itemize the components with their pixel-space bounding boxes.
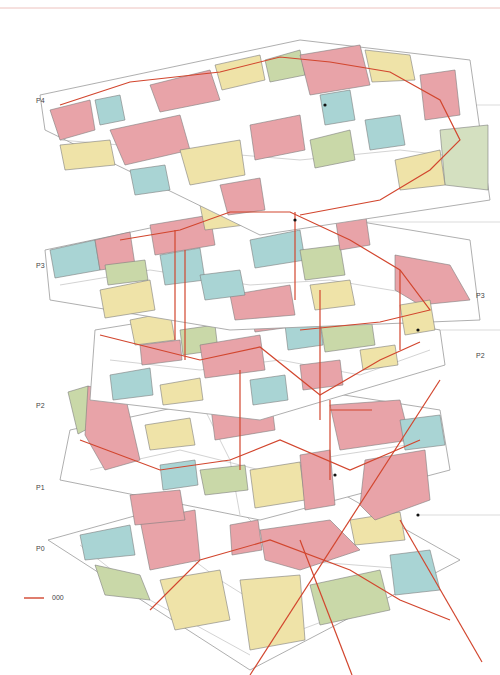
drawing-part [130,165,170,195]
legend-line [24,597,44,598]
drawing-part [330,409,372,410]
drawing-part [100,335,420,395]
drawing-part [333,473,336,476]
drawing-part [105,260,148,285]
drawing-part [200,270,245,300]
drawing-part [220,178,265,215]
drawing-part [329,400,330,480]
drawing-part [300,245,345,280]
drawing-part [50,240,100,278]
drawing-part [160,248,205,285]
drawing-part [420,515,500,516]
drawing-part [265,50,305,82]
drawing-part [250,115,305,160]
level-label: P4 [36,97,45,104]
drawing-part [330,400,410,450]
drawing-part [184,250,185,360]
drawing-part [323,103,326,106]
drawing-part [293,218,296,221]
drawing-part [416,513,419,516]
drawing-part [40,40,490,235]
drawing-part [395,150,445,190]
drawing-part [80,440,420,470]
drawing-part [50,100,95,140]
drawing-part [250,375,288,405]
drawing-part [440,125,488,190]
drawing-part [365,50,415,82]
drawing-part [319,290,320,420]
drawing-part [395,255,470,305]
legend-text: 000 [52,594,64,601]
drawing-part [310,280,355,310]
drawing-part [399,270,400,350]
drawing-part [240,575,305,650]
level-label: P3 [36,262,45,269]
drawing-part [300,45,370,95]
drawing-part [420,70,460,120]
drawing-part [174,230,175,340]
drawing-part [310,130,355,168]
drawing-part [239,370,240,470]
route-lines [60,57,482,675]
drawing-part [250,230,305,268]
legend-swatch [24,594,46,602]
drawing-part [400,520,482,662]
drawing-part [150,540,450,620]
drawing-part [400,300,435,335]
drawing-part [200,335,265,378]
drawing-part [130,490,185,525]
drawing-part [110,368,153,400]
legend-row: 000 [24,588,64,606]
drawing-part [160,570,230,630]
drawing-part [180,140,245,185]
drawing-part [320,90,355,125]
level-label: P2 [476,352,485,359]
drawing-part [215,55,265,90]
drawing-part [390,550,440,595]
drawing-part [160,378,203,405]
drawing-part [300,540,352,675]
drawing-part [140,340,182,365]
drawing-part [60,57,460,215]
level-label: P0 [36,545,45,552]
drawing-part [200,465,248,495]
drawing-part [95,565,150,600]
drawing-part [360,345,398,370]
drawing-part [365,115,405,150]
drawing-part [100,280,155,318]
drawing-part [160,460,198,490]
drawing-part [80,510,440,650]
level-label: P2 [36,402,45,409]
level-4 [40,40,490,235]
level-label: P3 [476,292,485,299]
drawing-part [250,380,440,675]
drawing-part [95,95,125,125]
drawing-part [250,462,305,508]
drawing-part [416,328,419,331]
drawing-part [294,212,295,300]
drawing-part [80,525,135,560]
drawing-part [120,212,430,330]
drawing-part [60,140,115,170]
marker-dots [293,103,419,516]
drawing-part [50,45,488,215]
drawing-part [145,418,195,450]
drawing-part [110,115,190,165]
top-rule [0,8,500,9]
drawing-part [360,450,430,520]
level-label: P1 [36,484,45,491]
